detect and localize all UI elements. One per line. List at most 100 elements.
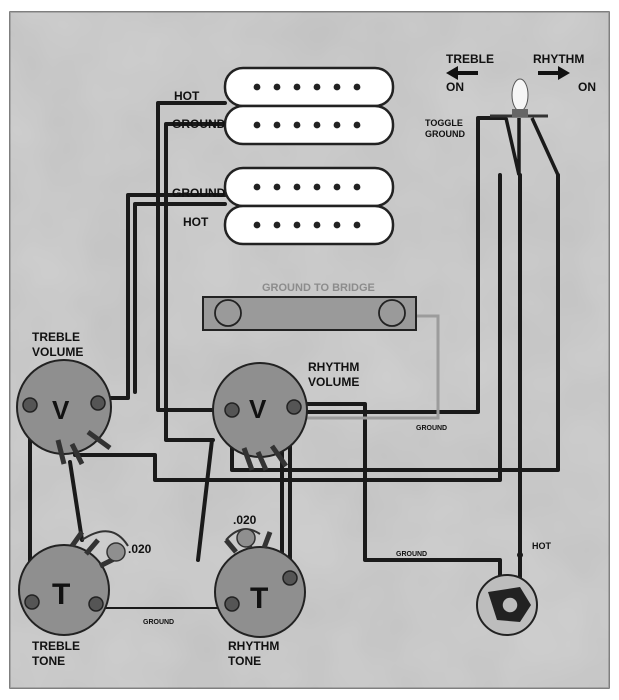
bridge-top-poles — [253, 183, 361, 191]
output-jack-icon — [476, 552, 538, 636]
wire-ground-to-bridge — [300, 314, 440, 420]
bridge — [202, 296, 417, 331]
pole-piece — [253, 83, 261, 91]
pole-piece — [293, 221, 301, 229]
rhythm-tone-pot-body — [214, 546, 306, 638]
bridge-pickup — [223, 166, 395, 246]
pole-piece — [353, 183, 361, 191]
label-toggle-ground-2: GROUND — [425, 129, 465, 139]
pole-piece — [253, 221, 261, 229]
rhythm-volume-lug-left — [224, 402, 240, 418]
pot-label-v-left: V — [52, 395, 70, 425]
wire-volume-jack — [296, 402, 502, 592]
arrow-left-shape — [446, 66, 478, 80]
wire-neck-hot — [156, 101, 234, 412]
label-hot-jack: HOT — [532, 541, 552, 551]
pole-piece — [353, 121, 361, 129]
pole-piece — [313, 121, 321, 129]
label-ground-tone: GROUND — [143, 619, 174, 626]
pole-piece — [313, 221, 321, 229]
rhythm-capacitor-body — [236, 528, 256, 548]
output-jack-center — [501, 596, 519, 614]
pole-piece — [253, 183, 261, 191]
label-ground-vol: GROUND — [416, 425, 447, 432]
label-ground-jack: GROUND — [396, 551, 427, 558]
label-bridge-ground: GROUND — [172, 186, 226, 200]
rhythm-volume-pot — [212, 362, 308, 472]
label-rhythm-volume-1: RHYTHM — [308, 360, 359, 374]
wire-bridge-ground — [98, 193, 227, 400]
wire-treble-vol-tone — [68, 460, 84, 542]
label-rhythm-volume-2: VOLUME — [308, 375, 359, 389]
toggle-switch-base — [512, 109, 528, 117]
label-cap-rhythm: .020 — [233, 513, 257, 527]
toggle-switch-icon — [490, 78, 560, 176]
wire-rhythm-vol-tone — [196, 438, 214, 562]
pot-label-t-left: T — [52, 578, 70, 611]
label-rhythm-tone-2: TONE — [228, 654, 261, 668]
arrow-left-icon — [446, 66, 478, 80]
treble-tone-capacitor — [81, 530, 129, 562]
rhythm-tone-pot — [214, 531, 306, 638]
pole-piece — [293, 183, 301, 191]
toggle-switch-lever — [504, 117, 560, 176]
pole-piece — [333, 221, 341, 229]
pole-piece — [293, 121, 301, 129]
labels: TREBLE ON RHYTHM ON TOGGLE GROUND HOT GR… — [32, 52, 596, 668]
rhythm-volume-lug-right — [286, 399, 302, 415]
neck-pickup — [223, 66, 395, 146]
pole-piece — [293, 83, 301, 91]
pot-label-v-right: V — [249, 394, 267, 424]
label-rhythm-on-top: RHYTHM — [533, 52, 584, 66]
bridge-post-right — [378, 299, 406, 327]
treble-tone-lug-right — [88, 596, 104, 612]
pole-piece — [253, 121, 261, 129]
label-treble-volume-1: TREBLE — [32, 330, 80, 344]
label-neck-ground: GROUND — [172, 117, 226, 131]
wire-neck-ground — [164, 122, 227, 442]
wire-toggle-rhythm — [230, 173, 560, 472]
label-rhythm-tone-1: RHYTHM — [228, 639, 279, 653]
toggle-switch-tip — [511, 78, 529, 112]
bridge-bottom-poles — [253, 221, 361, 229]
wire-toggle-ground — [295, 116, 507, 414]
label-treble-on-top: TREBLE — [446, 52, 494, 66]
treble-volume-tabs — [55, 429, 112, 466]
treble-capacitor-leads — [81, 530, 129, 547]
pole-piece — [333, 83, 341, 91]
rhythm-tone-capacitor — [225, 528, 261, 548]
wire-bridge-hot — [133, 202, 227, 394]
treble-capacitor-body — [106, 542, 126, 562]
treble-volume-lug-right — [90, 395, 106, 411]
treble-volume-pot — [16, 359, 112, 466]
pole-piece — [353, 83, 361, 91]
arrow-right-shape — [538, 66, 570, 80]
treble-tone-pot-body — [18, 544, 110, 636]
neck-pickup-coil-bottom — [223, 104, 395, 146]
wire-ground-bus — [73, 173, 502, 482]
pole-piece — [333, 183, 341, 191]
output-jack-hot-lug — [517, 552, 523, 558]
pole-piece — [333, 121, 341, 129]
bridge-pickup-coil-bottom — [223, 204, 395, 246]
neck-top-poles — [253, 83, 361, 91]
treble-volume-lug-left — [22, 397, 38, 413]
label-neck-hot: HOT — [174, 89, 200, 103]
pole-piece — [273, 183, 281, 191]
neck-pickup-coil-top — [223, 66, 395, 108]
pole-pieces — [253, 83, 361, 229]
label-cap-treble: .020 — [128, 542, 152, 556]
bridge-post-left — [214, 299, 242, 327]
pole-piece — [273, 83, 281, 91]
rhythm-volume-tabs — [241, 444, 289, 472]
arrow-right-icon — [538, 66, 570, 80]
pole-piece — [313, 183, 321, 191]
pole-piece — [313, 83, 321, 91]
rhythm-tone-lug-left — [224, 596, 240, 612]
pole-piece — [273, 221, 281, 229]
label-treble-tone-2: TONE — [32, 654, 65, 668]
label-treble-tone-1: TREBLE — [32, 639, 80, 653]
rhythm-tone-lug-right — [282, 570, 298, 586]
